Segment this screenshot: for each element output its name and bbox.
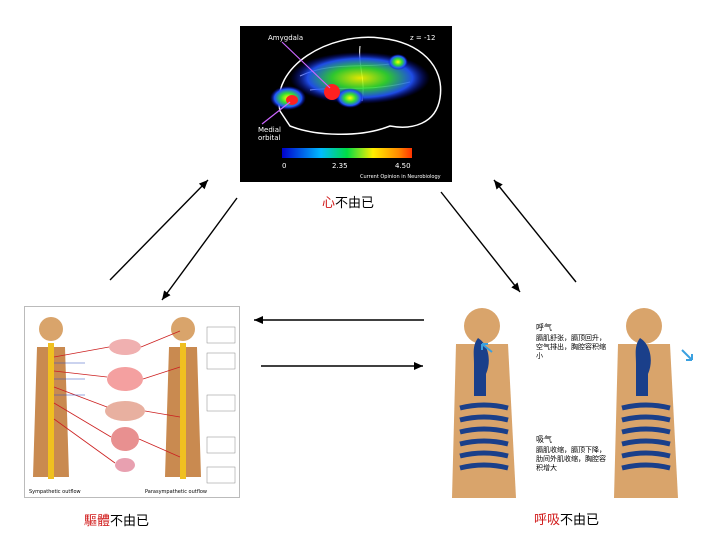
brain-fmri-image: Amygdala z = -12 Medial orbital 0 2.35 4…: [240, 26, 452, 182]
caption-breath-rest: 不由已: [560, 513, 600, 528]
caption-breath-accent: 呼吸: [534, 513, 561, 528]
caption-heart-rest: 不由已: [335, 196, 375, 211]
breathing-diagram-image: 呼气 膈肌舒张，膈顶回升，空气排出，胸腔容积缩小 吸气 膈肌收缩，膈顶下降，肋间…: [452, 304, 702, 498]
brain-label-amygdala: Amygdala: [268, 34, 303, 42]
brain-scale-tick-2: 4.50: [395, 162, 411, 170]
caption-heart: 心不由已: [322, 192, 374, 211]
nerves-label-sympathetic: Sympathetic outflow: [29, 489, 81, 495]
nervous-system-image: Sympathetic outflow Parasympathetic outf…: [24, 306, 240, 498]
arrow-heart-to-body: [161, 197, 238, 301]
arrow-heart-to-breath: [440, 191, 521, 293]
brain-label-medial: Medial: [258, 126, 281, 134]
exhale-title: 呼气: [536, 322, 552, 332]
caption-body: 驅體不由已: [84, 510, 149, 529]
nerves-label-parasympathetic: Parasympathetic outflow: [145, 489, 207, 495]
brain-label-orbital: orbital: [258, 134, 281, 142]
brain-scale-tick-1: 2.35: [332, 162, 348, 170]
brain-credit: Current Opinion in Neurobiology: [360, 174, 441, 180]
arrow-breath-to-heart: [493, 179, 577, 283]
caption-breath: 呼吸不由已: [534, 509, 599, 528]
brain-scale-tick-0: 0: [282, 162, 286, 170]
caption-body-rest: 不由已: [110, 514, 150, 529]
caption-heart-accent: 心: [322, 196, 336, 211]
arrow-body-to-heart: [109, 179, 209, 281]
exhale-text: 膈肌舒张，膈顶回升，空气排出，胸腔容积缩小: [536, 334, 606, 360]
inhale-title: 吸气: [536, 434, 552, 444]
inhale-text: 膈肌收缩，膈顶下降，肋间外肌收缩，胸腔容积增大: [536, 446, 606, 472]
caption-body-accent: 驅體: [84, 514, 111, 529]
brain-label-z: z = -12: [410, 34, 435, 42]
brain-color-scale: [282, 148, 412, 158]
